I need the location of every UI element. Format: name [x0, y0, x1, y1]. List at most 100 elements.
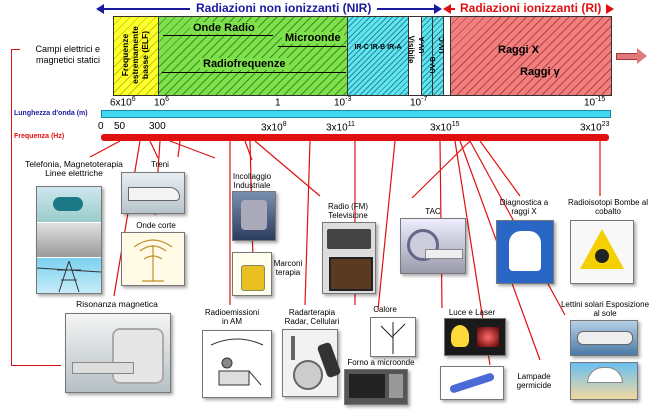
diagnostica-image — [496, 220, 554, 284]
radio-fm-image — [322, 222, 376, 294]
telefonia-images — [36, 186, 102, 294]
raggi-x-label: Raggi X — [498, 44, 539, 56]
broadcaster-icon — [210, 338, 264, 386]
radiation-trefoil-icon — [595, 249, 609, 263]
luce-laser-label: Luce e Laser — [448, 308, 496, 317]
ct-bed-icon — [425, 249, 463, 259]
mri-scanner-icon — [112, 328, 164, 384]
luce-laser-image — [444, 318, 506, 356]
magnet-therapy-image — [37, 223, 101, 257]
radio-fm-label: Radio (FM) Televisione — [327, 202, 368, 220]
nir-arrow-right — [434, 4, 442, 14]
static-fields-arrow — [12, 49, 20, 50]
pylon-icon — [37, 260, 101, 293]
wl-tick-4: 10-7 — [410, 96, 428, 109]
tree-icon — [380, 322, 406, 354]
wl-tick-0: 6x106 — [110, 96, 136, 109]
radar-dish-icon — [293, 360, 323, 390]
static-fields-label: Campi elettrici e magnetici statici — [35, 44, 100, 65]
machine-icon — [241, 200, 267, 230]
freq-tick-0: 0 — [98, 121, 104, 132]
calore-label: Calore — [373, 305, 397, 314]
radioisotopi-label: Radioisotopi Bombe al cobalto — [567, 198, 649, 216]
marconi-device-icon — [241, 265, 265, 291]
microwave-door-icon — [349, 374, 385, 398]
wavelength-label: Lunghezza d'onda (m) — [14, 110, 88, 117]
train-icon — [128, 187, 180, 201]
radar-stand-icon — [291, 336, 295, 360]
marconi-image — [232, 252, 272, 296]
risonanza-label: Risonanza magnetica — [76, 299, 158, 309]
lampade-image — [440, 366, 504, 400]
radioemissioni-label: Radioemissioni in AM — [204, 308, 260, 326]
radiofrequenze-label: Radiofrequenze — [200, 58, 289, 70]
elf-region — [114, 17, 159, 95]
visible-region — [409, 17, 422, 95]
nir-arrow-left — [96, 4, 104, 14]
incollaggio-label: Incollaggio Industriale — [232, 172, 272, 190]
telefonia-label: Telefonia, Magnetoterapia Linee elettric… — [25, 159, 123, 178]
wl-tick-3: 10-3 — [334, 96, 352, 109]
uvc-label: UV-C — [439, 36, 446, 54]
static-fields-line-bottom — [11, 365, 61, 366]
tv-icon — [329, 257, 373, 291]
elf-label: Frequenze estremamente basse (ELF) — [120, 26, 150, 84]
marconi-label: Marconi terapia — [273, 259, 303, 277]
microonde-label: Microonde — [282, 32, 344, 44]
freq-tick-5: 3x1015 — [430, 121, 460, 134]
spectrum-continue-arrowhead — [637, 48, 647, 64]
treni-label: Treni — [151, 160, 169, 169]
lampade-label: Lampade germicide — [516, 372, 552, 390]
lettini-image — [570, 320, 638, 356]
uva-region — [422, 17, 433, 95]
ri-title: Radiazioni ionizzanti (RI) — [455, 1, 607, 15]
freq-tick-3: 3x108 — [261, 121, 287, 134]
radioemissioni-image — [202, 330, 272, 398]
forno-image — [344, 369, 408, 405]
radio-icon — [327, 229, 371, 249]
wl-tick-2: 1 — [275, 97, 281, 109]
ir-bands-label: IR-C IR-B IR-A — [354, 44, 402, 51]
freq-tick-2: 300 — [149, 121, 166, 132]
onde-radio-arrow — [163, 35, 273, 36]
static-fields-line — [11, 49, 12, 365]
frequency-bar — [101, 134, 609, 141]
mri-bed-icon — [72, 362, 134, 374]
ri-arrow-right — [606, 4, 614, 14]
powerline-image — [37, 258, 101, 293]
diagnostica-label: Diagnostica a raggi X — [499, 198, 549, 216]
wl-tick-5: 10-15 — [584, 96, 606, 109]
wl-tick-1: 106 — [154, 96, 170, 109]
ionizing-region — [451, 17, 611, 95]
lettini-label: Lettini solari Esposizione al sole — [560, 300, 650, 318]
phone-icon — [53, 197, 83, 211]
incollaggio-image — [232, 191, 276, 241]
umbrella-icon — [587, 367, 623, 383]
tac-label: TAC — [425, 207, 441, 216]
radioisotopi-image — [570, 220, 634, 284]
raggi-gamma-label: Raggi γ — [520, 66, 560, 78]
xray-chest-icon — [509, 231, 541, 271]
treni-image — [121, 172, 185, 214]
calore-image — [370, 317, 416, 357]
antenna-icon — [133, 239, 173, 282]
uvc-region — [444, 17, 451, 95]
sunbed-icon — [577, 331, 633, 345]
freq-tick-1: 50 — [114, 121, 126, 132]
freq-tick-4: 3x1011 — [326, 121, 355, 134]
beach-image — [570, 362, 638, 400]
radarterapia-label: Radarterapia Radar, Cellulari — [284, 308, 340, 326]
wavelength-bar — [101, 110, 611, 118]
spectrum-band — [113, 16, 612, 96]
uvb-region — [433, 17, 444, 95]
ir-region — [348, 17, 409, 95]
frequency-label: Frequenza (Hz) — [14, 133, 65, 140]
onde-corte-image — [121, 232, 185, 286]
visibile-label: Visibile — [406, 35, 416, 64]
uva-label: UV-A — [419, 36, 426, 54]
microwave-panel-icon — [389, 374, 403, 398]
ri-arrow-left — [443, 4, 451, 14]
lightbulb-icon — [451, 325, 469, 347]
freq-tick-6: 3x1023 — [580, 121, 610, 134]
radiofrequenze-arrow — [162, 72, 346, 73]
